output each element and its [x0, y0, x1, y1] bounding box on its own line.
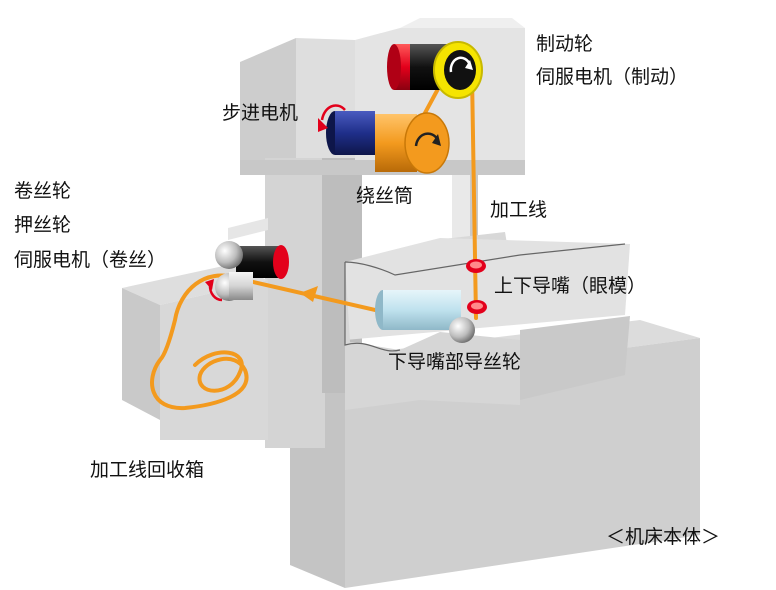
label-servo-wind: 伺服电机（卷丝）: [14, 249, 166, 271]
label-brake-wheel: 制动轮: [536, 33, 593, 55]
label-lower-nozzle-guide: 下导嘴部导丝轮: [388, 351, 521, 373]
label-upper-lower-nozzle: 上下导嘴（眼模）: [494, 275, 646, 297]
wind-pinch-rollers: [205, 241, 289, 302]
label-machining-wire: 加工线: [490, 199, 547, 221]
label-wind-wheel: 卷丝轮: [14, 180, 71, 202]
label-pinch-wheel: 押丝轮: [14, 214, 71, 236]
label-servo-brake: 伺服电机（制动）: [536, 66, 688, 88]
brake-servo-assembly: [387, 41, 483, 99]
stepper-spool-assembly: [318, 104, 450, 174]
lower-guide-roller: [375, 290, 475, 343]
label-machine-body: ＜机床本体＞: [606, 526, 720, 548]
label-stepper-motor: 步进电机: [222, 102, 298, 124]
label-wire-recovery-box: 加工线回收箱: [90, 459, 204, 481]
nozzle-rings: [466, 259, 487, 314]
wire-direction-arrow: [300, 286, 318, 302]
label-spool: 绕丝筒: [356, 185, 413, 207]
